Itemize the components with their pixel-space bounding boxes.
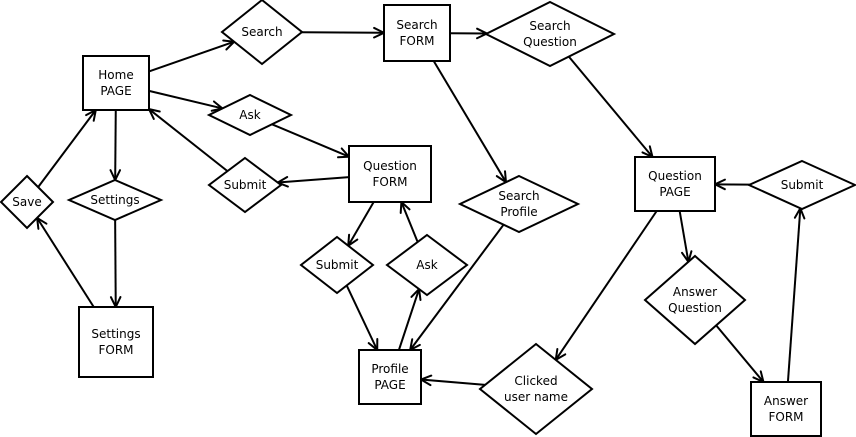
process-box: [383, 4, 451, 62]
node-label: Submit: [316, 258, 359, 272]
edge-submit_dec_right-to-question_page: [712, 178, 750, 191]
node-label: Submit: [224, 178, 267, 192]
process-box: [78, 306, 154, 378]
node-label: Answer: [764, 394, 808, 408]
node-label: PAGE: [659, 185, 690, 199]
node-label: Question: [668, 301, 722, 315]
decision-diamond: [0, 174, 55, 230]
node-label: Search: [529, 19, 570, 33]
process-box: [348, 145, 432, 203]
edge-settings_form-to-save_dec: [35, 215, 95, 308]
process-box: [634, 156, 716, 212]
arrowhead-icon: [35, 215, 48, 230]
decision-diamond: [643, 254, 747, 346]
edge-settings_dec-to-settings_form: [109, 219, 122, 310]
node-clicked-user[interactable]: Clicked user name: [478, 342, 594, 436]
node-label: Home: [98, 68, 133, 82]
node-label: Save: [12, 195, 41, 209]
decision-diamond: [478, 342, 594, 436]
node-label: FORM: [372, 175, 407, 189]
node-label: Search: [241, 25, 282, 39]
node-settings-dec[interactable]: Settings: [66, 178, 164, 222]
decision-diamond: [385, 233, 469, 297]
edge-clicked_user-to-profile_page: [418, 374, 486, 387]
node-label: PAGE: [100, 84, 131, 98]
process-box: [750, 381, 822, 437]
node-label: Submit: [781, 178, 824, 192]
decision-diamond: [746, 159, 856, 211]
decision-diamond: [206, 93, 294, 137]
edge-home-to-search_dec: [148, 39, 237, 73]
node-label: Settings: [91, 327, 140, 341]
process-box: [358, 349, 422, 405]
decision-diamond: [483, 0, 617, 68]
node-label: Settings: [90, 193, 139, 207]
edge-ask_dec-to-question_form: [271, 123, 352, 159]
process-box: [82, 55, 150, 111]
node-label: FORM: [98, 343, 133, 357]
node-ask-dec-2[interactable]: Ask: [385, 233, 469, 297]
decision-diamond: [220, 0, 304, 66]
node-submit-dec-left[interactable]: Submit: [207, 156, 283, 214]
node-label: Profile: [500, 205, 537, 219]
decision-diamond: [299, 235, 375, 295]
edge-search_form-to-search_profile: [432, 60, 508, 185]
edge-home-to-ask_dec: [148, 89, 225, 112]
decision-diamond: [457, 174, 581, 234]
node-label: Clicked: [514, 374, 557, 388]
node-save-dec[interactable]: Save: [0, 174, 55, 230]
edge-question_form-to-submit_dec_left: [275, 176, 350, 188]
node-label: Search: [396, 18, 437, 32]
node-label: FORM: [768, 410, 803, 424]
node-submit-dec-right[interactable]: Submit: [746, 159, 856, 211]
node-label: user name: [504, 390, 568, 404]
node-label: Ask: [239, 108, 260, 122]
edge-ask_dec_2-to-question_form: [399, 199, 419, 243]
edge-save_dec-to-home: [37, 108, 98, 188]
edge-question_page-to-answer_question: [678, 210, 693, 265]
edge-search_dec-to-search_form: [301, 26, 387, 39]
node-label: PAGE: [374, 378, 405, 392]
edge-answer_form-to-submit_dec_right: [786, 205, 806, 383]
node-label: Ask: [416, 258, 437, 272]
edge-question_page-to-clicked_user: [554, 210, 658, 362]
edge-home-to-settings_dec: [109, 109, 122, 183]
edge-answer_question-to-answer_form: [715, 324, 765, 384]
node-submit-dec-mid[interactable]: Submit: [299, 235, 375, 295]
edge-search_form-to-search_question: [449, 27, 490, 40]
node-label: Question: [363, 159, 417, 173]
node-label: Search: [498, 189, 539, 203]
node-search-dec[interactable]: Search: [220, 0, 304, 66]
node-label: Question: [523, 35, 577, 49]
edge-submit_dec_mid-to-profile_page: [345, 285, 379, 353]
edge-search_question-to-question_page: [568, 55, 654, 159]
edge-question_form-to-submit_dec_mid: [347, 201, 375, 248]
decision-diamond: [207, 156, 283, 214]
node-label: FORM: [399, 34, 434, 48]
node-ask-dec[interactable]: Ask: [206, 93, 294, 137]
node-label: Answer: [673, 285, 717, 299]
decision-diamond: [66, 178, 164, 222]
edges-layer: [35, 26, 806, 387]
node-label: Profile: [371, 362, 408, 376]
node-label: Question: [648, 169, 702, 183]
